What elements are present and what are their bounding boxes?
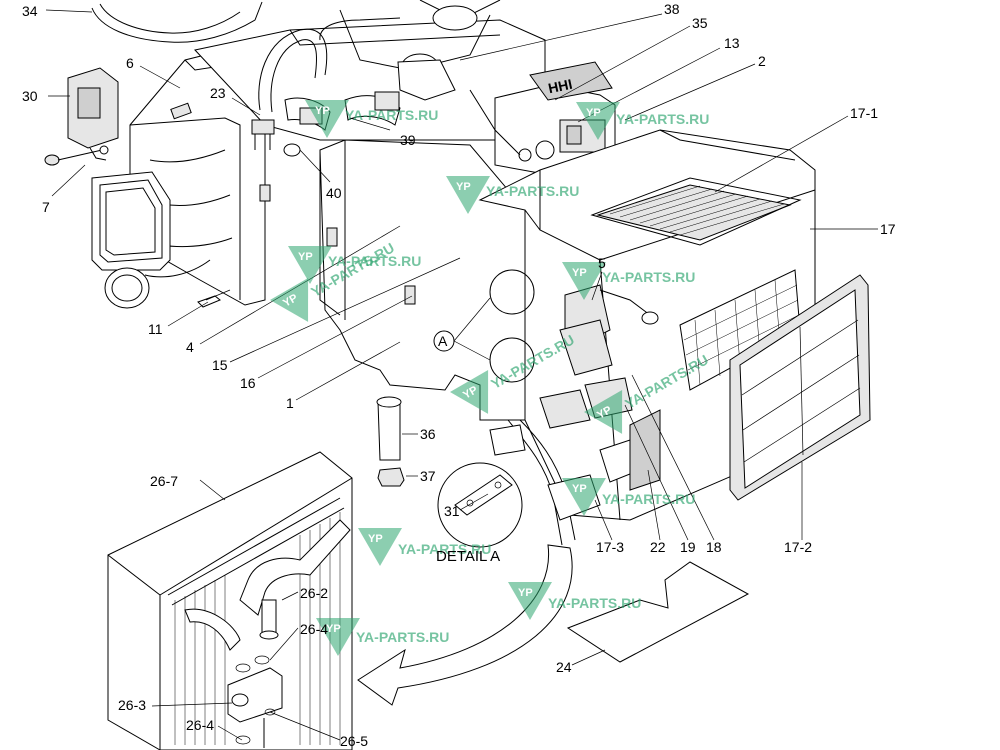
- watermark-text: YA-PARTS.RU: [602, 269, 695, 285]
- label-11: 11: [148, 321, 163, 337]
- label-4: 4: [186, 339, 194, 355]
- part-labels: 34 38 35 13 6 2 30 23 17-1 39 7 40 17 5 …: [22, 1, 896, 749]
- label-6: 6: [126, 55, 134, 71]
- label-26-3: 26-3: [118, 697, 146, 713]
- watermark-logo-icon: [446, 176, 490, 214]
- watermark-logo-icon: [316, 618, 360, 656]
- label-24: 24: [556, 659, 572, 675]
- drawing-lines: [44, 0, 878, 750]
- label-5: 5: [598, 255, 606, 271]
- watermark-logo-text: YP: [315, 105, 330, 117]
- label-19: 19: [680, 539, 696, 555]
- watermark: YP YA-PARTS.RU: [508, 582, 641, 620]
- decal-text: HHI: [547, 76, 574, 97]
- label-17-2: 17-2: [784, 539, 812, 555]
- evaporator-core: [107, 451, 353, 750]
- watermark-logo-icon: [584, 390, 623, 434]
- watermark-logo-icon: [358, 528, 402, 566]
- label-26-2: 26-2: [300, 585, 328, 601]
- label-13: 13: [724, 35, 740, 51]
- detail-marker-letter: A: [438, 333, 448, 349]
- watermark-logo-text: YP: [586, 107, 601, 119]
- label-26-7: 26-7: [150, 473, 178, 489]
- watermark-logo-text: YP: [326, 623, 341, 635]
- watermark: YP YA-PARTS.RU: [576, 102, 709, 140]
- label-35: 35: [692, 15, 708, 31]
- label-17-3: 17-3: [596, 539, 624, 555]
- label-26-4-upper: 26-4: [300, 621, 328, 637]
- label-34: 34: [22, 3, 38, 19]
- label-2: 2: [758, 53, 766, 69]
- watermark-text: YA-PARTS.RU: [548, 595, 641, 611]
- label-22: 22: [650, 539, 666, 555]
- watermark-text: YA-PARTS.RU: [398, 541, 491, 557]
- label-26-5: 26-5: [340, 733, 368, 749]
- watermark-logo-icon: [508, 582, 552, 620]
- watermark-logo-icon: [576, 102, 620, 140]
- watermark-logo-text: YP: [456, 181, 471, 193]
- label-18: 18: [706, 539, 722, 555]
- label-15: 15: [212, 357, 228, 373]
- watermark-logo-icon: [288, 246, 332, 284]
- watermark-logo-icon: [562, 262, 606, 300]
- watermark-text: YA-PARTS.RU: [356, 629, 449, 645]
- label-30: 30: [22, 88, 38, 104]
- label-31: 31: [444, 503, 460, 519]
- watermark: YP YA-PARTS.RU: [446, 176, 579, 214]
- label-40: 40: [326, 185, 342, 201]
- label-36: 36: [420, 426, 436, 442]
- watermark: YP YA-PARTS.RU: [562, 262, 695, 300]
- label-23: 23: [210, 85, 226, 101]
- watermark: YP YA-PARTS.RU: [305, 100, 438, 138]
- watermark: YP YA-PARTS.RU: [316, 618, 449, 656]
- watermark-logo-icon: [270, 278, 309, 322]
- watermark: YP YA-PARTS.RU: [288, 246, 421, 284]
- watermark: YP YA-PARTS.RU: [358, 528, 491, 566]
- watermark: YP YA-PARTS.RU: [562, 478, 695, 516]
- label-7: 7: [42, 199, 50, 215]
- watermark-logo-icon: [305, 100, 349, 138]
- watermark-text: YA-PARTS.RU: [486, 183, 579, 199]
- label-37: 37: [420, 468, 436, 484]
- watermark-logo-text: YP: [518, 587, 533, 599]
- watermark-logo-text: YP: [572, 483, 587, 495]
- watermark-text: YA-PARTS.RU: [328, 253, 421, 269]
- watermark-text: YA-PARTS.RU: [616, 111, 709, 127]
- watermark-text: YA-PARTS.RU: [345, 107, 438, 123]
- label-17: 17: [880, 221, 896, 237]
- label-1: 1: [286, 395, 294, 411]
- watermark-text: YA-PARTS.RU: [602, 491, 695, 507]
- label-16: 16: [240, 375, 256, 391]
- watermark-logo-text: YP: [368, 533, 383, 545]
- detail-caption: DETAIL A: [436, 548, 500, 565]
- direction-arrow: [357, 544, 573, 706]
- watermark-logo-icon: [562, 478, 606, 516]
- watermark-logo-icon: [450, 370, 489, 414]
- watermark-logo-text: YP: [572, 267, 587, 279]
- label-26-4-lower: 26-4: [186, 717, 214, 733]
- label-39: 39: [400, 132, 416, 148]
- label-17-1: 17-1: [850, 105, 878, 121]
- watermark-logo-text: YP: [298, 251, 313, 263]
- label-38: 38: [664, 1, 680, 17]
